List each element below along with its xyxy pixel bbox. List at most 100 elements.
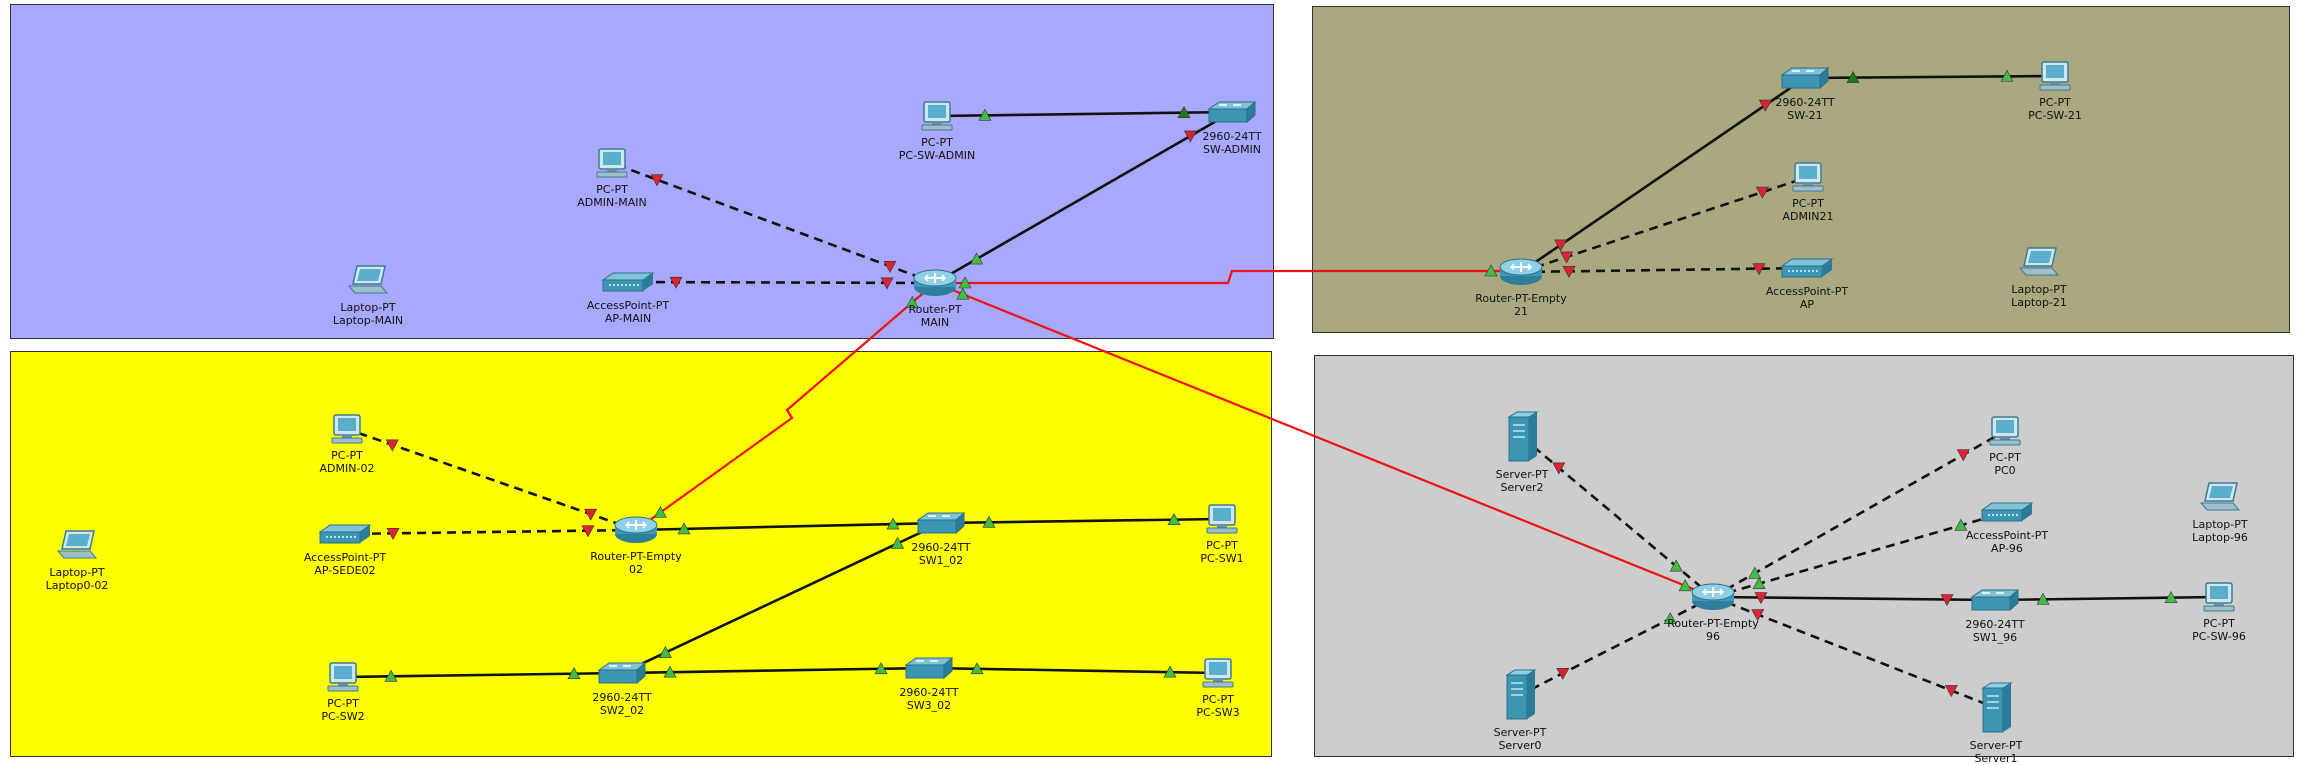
link-sw1-96-to-pc-sw-96[interactable] <box>1994 595 2220 602</box>
device-label: AP-96 <box>1991 542 2023 555</box>
device-model: PC-PT <box>1989 451 2021 464</box>
router-icon <box>875 268 995 301</box>
device-model: Router-PT-Empty <box>1667 617 1759 630</box>
device-label: AP-MAIN <box>604 312 652 325</box>
link-status-15-a <box>891 536 905 549</box>
device-label: Laptop-MAIN <box>332 314 404 327</box>
device-label: PC-SW2 <box>321 710 365 723</box>
pc-icon <box>1995 61 2115 94</box>
link-status-15-b <box>658 645 672 658</box>
device-model: 2960-24TT <box>1775 96 1835 109</box>
device-label: PC0 <box>1994 464 2016 477</box>
link-status-22-a <box>1752 577 1766 589</box>
link-sw-21-to-pc-sw-21[interactable] <box>1804 74 2056 80</box>
device-model: Server-PT <box>1969 739 2023 752</box>
laptop-icon <box>17 529 137 564</box>
device-model: PC-PT <box>331 449 363 462</box>
device-model: Laptop-PT <box>49 566 105 579</box>
device-label: Laptop0-02 <box>45 579 109 592</box>
link-status-9-b <box>1755 186 1769 199</box>
router-icon <box>1653 582 1773 615</box>
link-router-96-to-pc0[interactable] <box>1712 429 2006 599</box>
ap-icon <box>285 522 405 549</box>
link-status-8-b <box>2000 69 2014 82</box>
device-model: PC-PT <box>921 136 953 149</box>
link-status-4-b <box>1484 264 1498 277</box>
link-status-20-b <box>1556 667 1570 680</box>
device-model: 2960-24TT <box>592 691 652 704</box>
link-status-0-a <box>978 108 992 121</box>
device-model: Router-PT-Empty <box>1475 292 1567 305</box>
device-label: PC-SW-ADMIN <box>898 149 976 162</box>
device-model: AccessPoint-PT <box>303 551 387 564</box>
link-router-main-to-router-21[interactable] <box>935 269 1521 285</box>
link-status-4-a <box>958 276 972 289</box>
switch-icon <box>1745 65 1865 94</box>
link-router-main-to-router-96[interactable] <box>934 281 1714 599</box>
link-status-19-a <box>1669 559 1683 572</box>
link-status-25-b <box>1944 685 1958 698</box>
device-label: Server2 <box>1500 481 1544 494</box>
link-router-96-to-server2[interactable] <box>1521 436 1714 598</box>
link-status-14-a <box>982 515 996 528</box>
link-router-main-to-admin-main[interactable] <box>611 161 936 285</box>
link-status-13-a <box>677 522 691 535</box>
ap-icon <box>1747 256 1867 283</box>
link-sw1-02-to-sw2-02[interactable] <box>621 521 942 675</box>
pc-icon <box>552 148 672 181</box>
link-router-main-to-sw-admin[interactable] <box>934 110 1233 285</box>
link-status-22-b <box>1954 518 1968 531</box>
device-model: 2960-24TT <box>911 541 971 554</box>
device-model: PC-PT <box>1206 539 1238 552</box>
device-model: 2960-24TT <box>1202 130 1262 143</box>
link-router-main-to-router-02[interactable] <box>635 282 936 531</box>
pc-icon <box>287 414 407 447</box>
device-label: 21 <box>1514 305 1528 318</box>
link-router-21-to-sw-21[interactable] <box>1520 76 1806 274</box>
device-model: Laptop-PT <box>2011 283 2067 296</box>
device-label: MAIN <box>920 316 950 329</box>
device-label: SW2_02 <box>599 704 645 717</box>
link-router-96-to-server0[interactable] <box>1519 595 1714 697</box>
pc-icon <box>283 662 403 695</box>
pc-icon <box>877 101 997 134</box>
link-status-6-b <box>1678 579 1692 592</box>
link-status-6-a <box>956 287 970 300</box>
device-model: PC-PT <box>327 697 359 710</box>
device-label: PC-SW-96 <box>2192 630 2246 643</box>
link-status-18-a <box>970 662 984 675</box>
link-status-23-b <box>1940 594 1954 607</box>
